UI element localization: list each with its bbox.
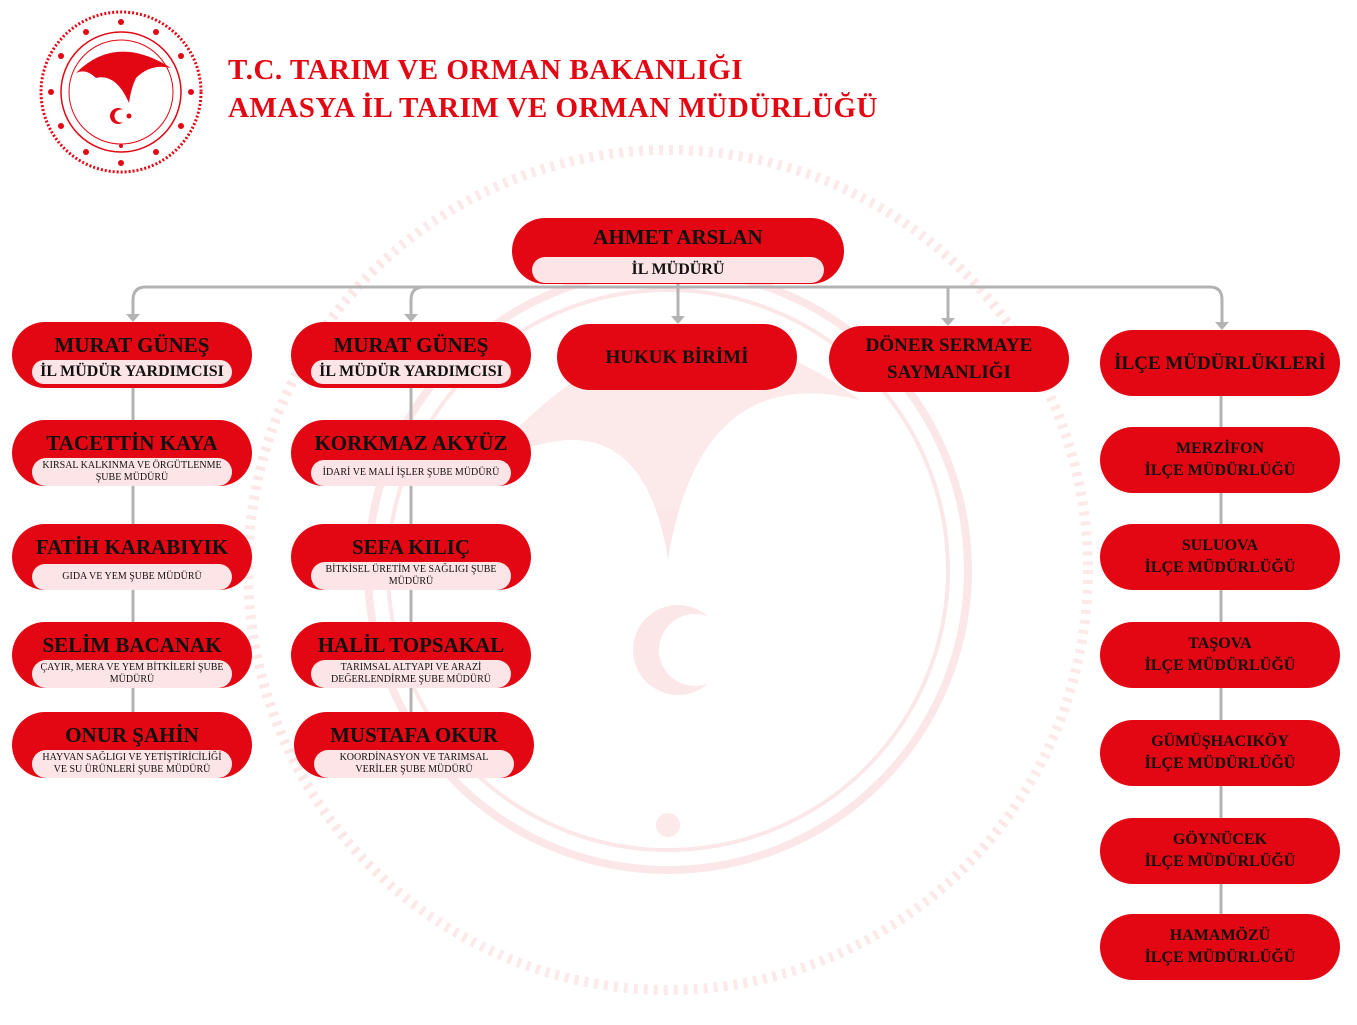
district-title: İLÇE MÜDÜRLÜĞÜ <box>1144 755 1296 772</box>
branch-manager-box[interactable]: KORKMAZ AKYÜZ İDARİ VE MALİ İŞLER ŞUBE MÜ… <box>291 420 531 486</box>
district-directorate-box[interactable]: SULUOVA İLÇE MÜDÜRLÜĞÜ <box>1100 524 1340 590</box>
district-title: İLÇE MÜDÜRLÜĞÜ <box>1144 853 1296 870</box>
district-title: İLÇE MÜDÜRLÜĞÜ <box>1144 462 1296 479</box>
branch-manager-box[interactable]: MUSTAFA OKUR KOORDİNASYON VE TARIMSAL VER… <box>294 712 534 778</box>
ministry-title: T.C. TARIM VE ORMAN BAKANLIĞI <box>228 54 744 86</box>
deputy-box[interactable]: MURAT GÜNEŞ İL MÜDÜR YARDIMCISI <box>291 322 531 388</box>
district-name: TAŞOVA <box>1188 635 1252 652</box>
person-name: ONUR ŞAHİN <box>65 723 199 747</box>
district-name: MERZİFON <box>1176 440 1264 457</box>
position-title: İL MÜDÜR YARDIMCISI <box>32 360 232 384</box>
branch-manager-box[interactable]: SELİM BACANAK ÇAYIR, MERA VE YEM BİTKİLER… <box>12 622 252 688</box>
branch-manager-box[interactable]: SEFA KILIÇ BİTKİSEL ÜRETİM VE SAĞLIGI ŞUB… <box>291 524 531 590</box>
position-title: GIDA VE YEM ŞUBE MÜDÜRÜ <box>32 564 232 590</box>
person-name: MUSTAFA OKUR <box>330 723 498 747</box>
director-box[interactable]: AHMET ARSLAN İL MÜDÜRÜ <box>512 218 844 284</box>
position-title: BİTKİSEL ÜRETİM VE SAĞLIGI ŞUBE MÜDÜRÜ <box>311 562 511 590</box>
person-name: FATİH KARABIYIK <box>35 535 229 559</box>
branch-manager-box[interactable]: TACETTİN KAYA KIRSAL KALKINMA VE ÖRGÜTLEN… <box>12 420 252 486</box>
person-name: HALİL TOPSAKAL <box>317 633 505 657</box>
person-name: MURAT GÜNEŞ <box>333 333 489 357</box>
district-directorate-box[interactable]: HAMAMÖZÜ İLÇE MÜDÜRLÜĞÜ <box>1100 914 1340 980</box>
position-title: TARIMSAL ALTYAPI VE ARAZİ DEĞERLENDİRME … <box>311 660 511 688</box>
person-name: TACETTİN KAYA <box>46 431 218 455</box>
district-name: GÖYNÜCEK <box>1172 831 1268 848</box>
director-title: İL MÜDÜRÜ <box>532 257 824 283</box>
person-name: MURAT GÜNEŞ <box>54 333 210 357</box>
position-title: KIRSAL KALKINMA VE ÖRGÜTLENME ŞUBE MÜDÜR… <box>32 458 232 486</box>
branch-manager-box[interactable]: ONUR ŞAHİN HAYVAN SAĞLIGI VE YETİŞTİRİCİL… <box>12 712 252 778</box>
district-name: HAMAMÖZÜ <box>1169 927 1271 944</box>
district-name: GÜMÜŞHACIKÖY <box>1151 733 1289 750</box>
unit-box[interactable]: DÖNER SERMAYE SAYMANLIĞI <box>829 326 1069 392</box>
deputy-box[interactable]: MURAT GÜNEŞ İL MÜDÜR YARDIMCISI <box>12 322 252 388</box>
position-title: KOORDİNASYON VE TARIMSAL VERİLER ŞUBE MÜ… <box>314 750 514 778</box>
district-title: İLÇE MÜDÜRLÜĞÜ <box>1144 949 1296 966</box>
district-title: İLÇE MÜDÜRLÜĞÜ <box>1144 559 1296 576</box>
district-directorate-box[interactable]: TAŞOVA İLÇE MÜDÜRLÜĞÜ <box>1100 622 1340 688</box>
district-directorate-box[interactable]: GÖYNÜCEK İLÇE MÜDÜRLÜĞÜ <box>1100 818 1340 884</box>
position-title: ÇAYIR, MERA VE YEM BİTKİLERİ ŞUBE MÜDÜRÜ <box>32 660 232 688</box>
district-title: İLÇE MÜDÜRLÜĞÜ <box>1144 657 1296 674</box>
person-name: KORKMAZ AKYÜZ <box>314 431 508 455</box>
person-name: SEFA KILIÇ <box>351 535 471 559</box>
ministry-logo <box>39 10 203 174</box>
person-name: SELİM BACANAK <box>42 633 222 657</box>
unit-box[interactable]: HUKUK BİRİMİ <box>557 324 797 390</box>
branch-manager-box[interactable]: FATİH KARABIYIK GIDA VE YEM ŞUBE MÜDÜRÜ <box>12 524 252 590</box>
unit-box[interactable]: İLÇE MÜDÜRLÜKLERİ <box>1100 330 1340 396</box>
branch-manager-box[interactable]: HALİL TOPSAKAL TARIMSAL ALTYAPI VE ARAZİ … <box>291 622 531 688</box>
position-title: HAYVAN SAĞLIGI VE YETİŞTİRİCİLİĞİ VE SU … <box>32 750 232 778</box>
district-directorate-box[interactable]: MERZİFON İLÇE MÜDÜRLÜĞÜ <box>1100 427 1340 493</box>
directorate-title: AMASYA İL TARIM VE ORMAN MÜDÜRLÜĞÜ <box>228 92 878 124</box>
director-name: AHMET ARSLAN <box>593 225 763 249</box>
position-title: İL MÜDÜR YARDIMCISI <box>311 360 511 384</box>
district-name: SULUOVA <box>1181 537 1259 554</box>
position-title: İDARİ VE MALİ İŞLER ŞUBE MÜDÜRÜ <box>311 460 511 486</box>
district-directorate-box[interactable]: GÜMÜŞHACIKÖY İLÇE MÜDÜRLÜĞÜ <box>1100 720 1340 786</box>
